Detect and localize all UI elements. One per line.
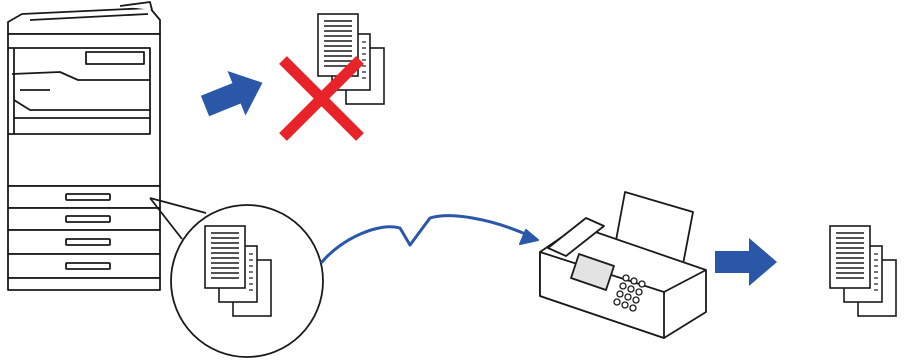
document-stack-icon [830, 226, 896, 316]
arrow-right-icon [715, 238, 777, 286]
transmission-line-icon [322, 216, 538, 262]
multifunction-printer-icon [8, 2, 160, 290]
arrow-right-icon [196, 61, 271, 129]
fax-machine-icon [540, 192, 706, 338]
